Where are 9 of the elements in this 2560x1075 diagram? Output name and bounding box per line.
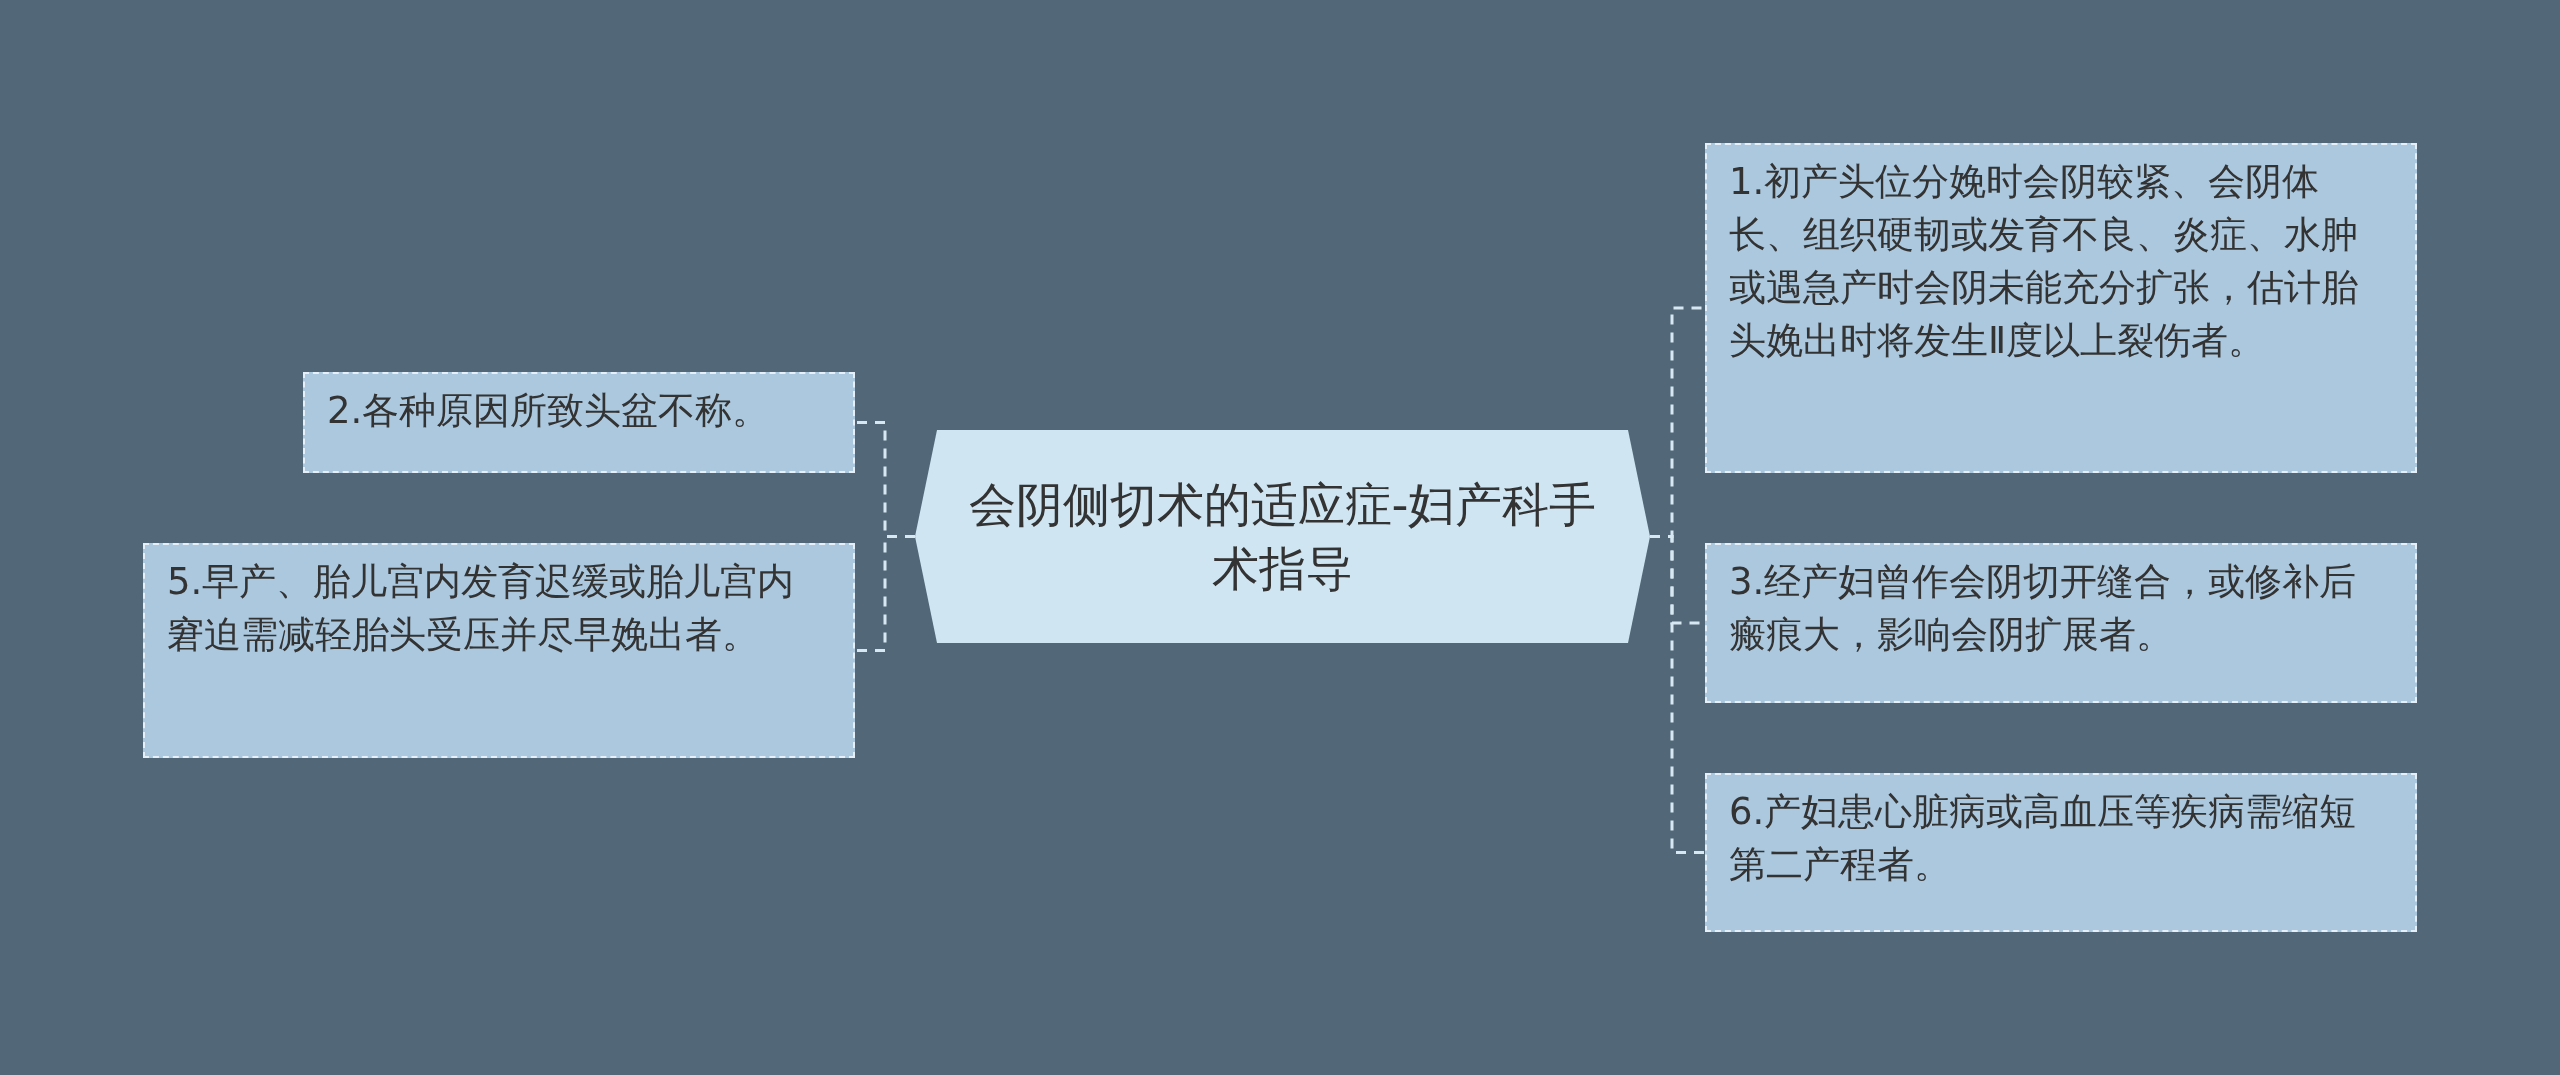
topic-title: 会阴侧切术的适应症-妇产科手术指导 bbox=[967, 475, 1598, 598]
connector-line bbox=[1650, 535, 1705, 854]
text-box: 2.各种原因所致头盆不称。 bbox=[303, 372, 855, 473]
topic-hexagon bbox=[915, 430, 1650, 643]
text-box: 3.经产妇曾作会阴切开缝合，或修补后瘢痕大，影响会阴扩展者。 bbox=[1705, 543, 2417, 703]
text-box: 6.产妇患心脏病或高血压等疾病需缩短第二产程者。 bbox=[1705, 773, 2417, 932]
text-box: 5.早产、胎儿宫内发育迟缓或胎儿宫内窘迫需减轻胎头受压并尽早娩出者。 bbox=[143, 543, 855, 758]
connector-line bbox=[855, 535, 915, 652]
text-box: 1.初产头位分娩时会阴较紧、会阴体长、组织硬韧或发育不良、炎症、水肿或遇急产时会阴未能充分扩张，估计胎头娩出时将发生Ⅱ度以上裂伤者。 bbox=[1705, 143, 2417, 473]
